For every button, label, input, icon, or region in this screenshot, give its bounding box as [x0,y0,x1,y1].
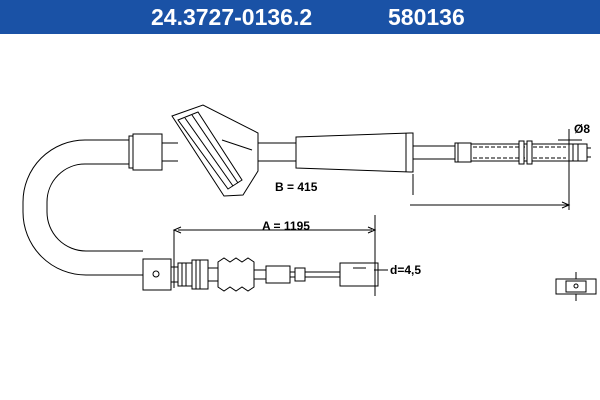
upper-crimp-sleeve [128,133,163,171]
lower-end-fitting [142,257,379,292]
nipple-diameter-label: d=4,5 [390,263,421,277]
cable-drawing: B = 415 A = 1195 Ø8 d=4,5 [22,104,597,301]
tapered-housing [295,132,414,173]
upper-cable-segment [162,142,296,162]
reference-number: 580136 [388,4,465,30]
dimension-lines [172,129,582,296]
cable-outer-sheath [22,139,143,276]
part-number: 24.3727-0136.2 [151,4,313,30]
dimension-b-label: B = 415 [275,180,318,194]
dimension-a-label: A = 1195 [262,219,310,233]
inner-cable [413,145,455,160]
threaded-end-fitting [454,140,591,165]
title-banner: 24.3727-0136.2 580136 [0,0,600,34]
diameter-label: Ø8 [574,122,590,136]
section-detail-symbol [555,272,597,301]
rubber-grommet [171,104,259,197]
